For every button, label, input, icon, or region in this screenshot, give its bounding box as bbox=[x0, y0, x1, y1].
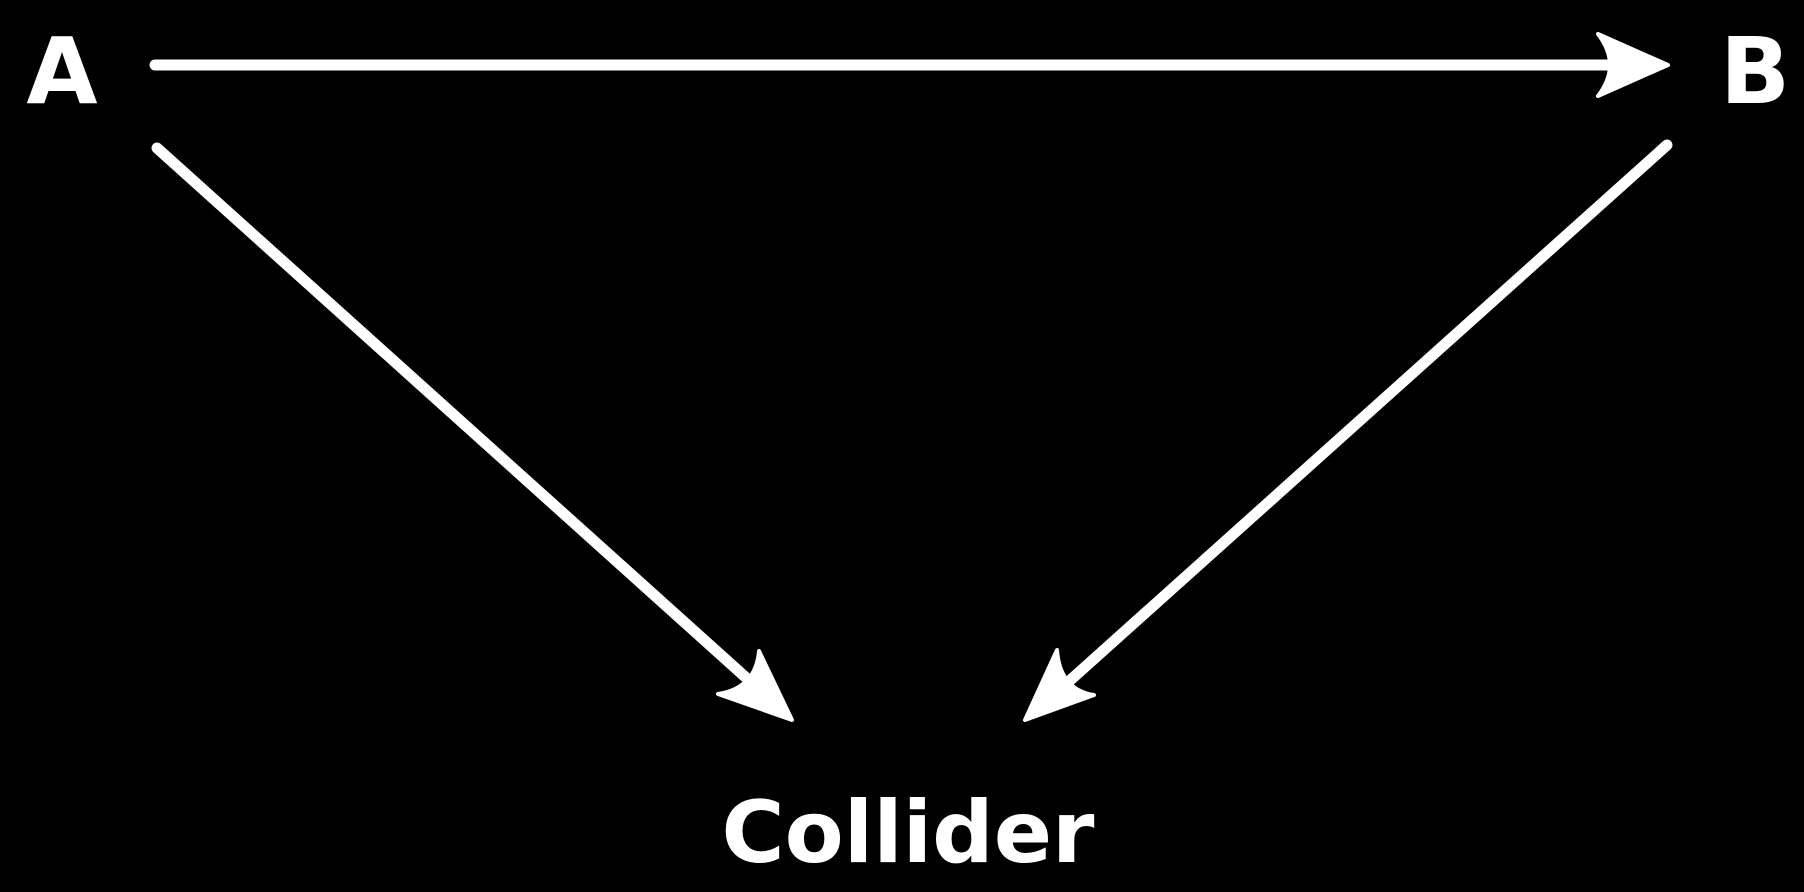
edge-b-to-collider bbox=[1023, 139, 1673, 722]
edge-a-to-collider-arrowhead-icon bbox=[716, 649, 794, 722]
node-collider-label: Collider bbox=[722, 783, 1096, 883]
edge-a-to-collider bbox=[151, 142, 794, 722]
edge-a-to-collider-line bbox=[151, 142, 768, 698]
edge-b-to-collider-line bbox=[1050, 139, 1673, 699]
edge-a-to-b-arrowhead-icon bbox=[1596, 32, 1670, 98]
node-b-label: B bbox=[1720, 18, 1790, 125]
edge-b-to-collider-arrowhead-icon bbox=[1023, 648, 1096, 722]
edge-a-to-b bbox=[149, 32, 1670, 98]
node-a-label: A bbox=[26, 18, 97, 125]
